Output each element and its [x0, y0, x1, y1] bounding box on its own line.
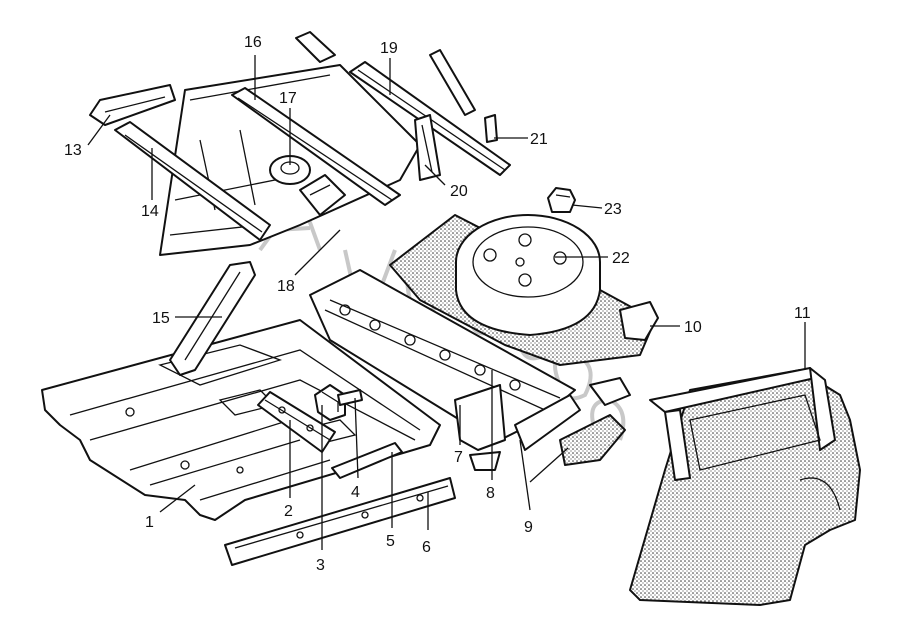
upper-crossmember [231, 87, 401, 206]
floor-crossmember [257, 391, 336, 453]
wheelhouse-brace [299, 174, 346, 216]
callout-17: 17 [279, 90, 297, 107]
spare-wheel-tub [455, 214, 601, 336]
grommet-clip [547, 187, 576, 213]
leader-20 [424, 164, 446, 186]
callout-22: 22 [612, 250, 630, 267]
quarter-panel [629, 367, 861, 606]
callout-7: 7 [454, 449, 463, 466]
leader-9b [529, 447, 569, 483]
callout-3: 3 [316, 557, 325, 574]
rocker-sill [224, 477, 456, 566]
pillar-bracket [414, 114, 441, 181]
leader-23 [571, 204, 603, 209]
callout-13: 13 [64, 142, 82, 159]
callout-14: 14 [141, 203, 159, 220]
leader-13 [87, 114, 111, 146]
callout-18: 18 [277, 278, 295, 295]
rear-bracket [514, 377, 631, 466]
callout-2: 2 [284, 503, 293, 520]
callout-6: 6 [422, 539, 431, 556]
small-bracket [89, 84, 176, 126]
callout-8: 8 [486, 485, 495, 502]
callout-21: 21 [530, 131, 548, 148]
small-clip [295, 31, 498, 143]
callout-4: 4 [351, 484, 360, 501]
callout-1: 1 [145, 514, 154, 531]
callout-20: 20 [450, 183, 468, 200]
leader-4 [354, 397, 359, 479]
callout-15: 15 [152, 310, 170, 327]
leader-9a [519, 439, 531, 511]
callout-23: 23 [604, 201, 622, 218]
callout-labels: 1 2 3 4 5 6 7 8 9 10 11 13 14 15 16 17 1… [64, 34, 811, 574]
rear-crossmember [114, 121, 271, 241]
callout-10: 10 [684, 319, 702, 336]
callout-16: 16 [244, 34, 262, 51]
callout-19: 19 [380, 40, 398, 57]
leader-1 [159, 484, 196, 513]
c-pillar-inner [169, 261, 256, 376]
floor-rail [331, 442, 403, 479]
callout-9: 9 [524, 519, 533, 536]
leader-18 [294, 229, 341, 276]
callout-5: 5 [386, 533, 395, 550]
leader-lines [87, 55, 806, 550]
callout-11: 11 [794, 305, 811, 322]
